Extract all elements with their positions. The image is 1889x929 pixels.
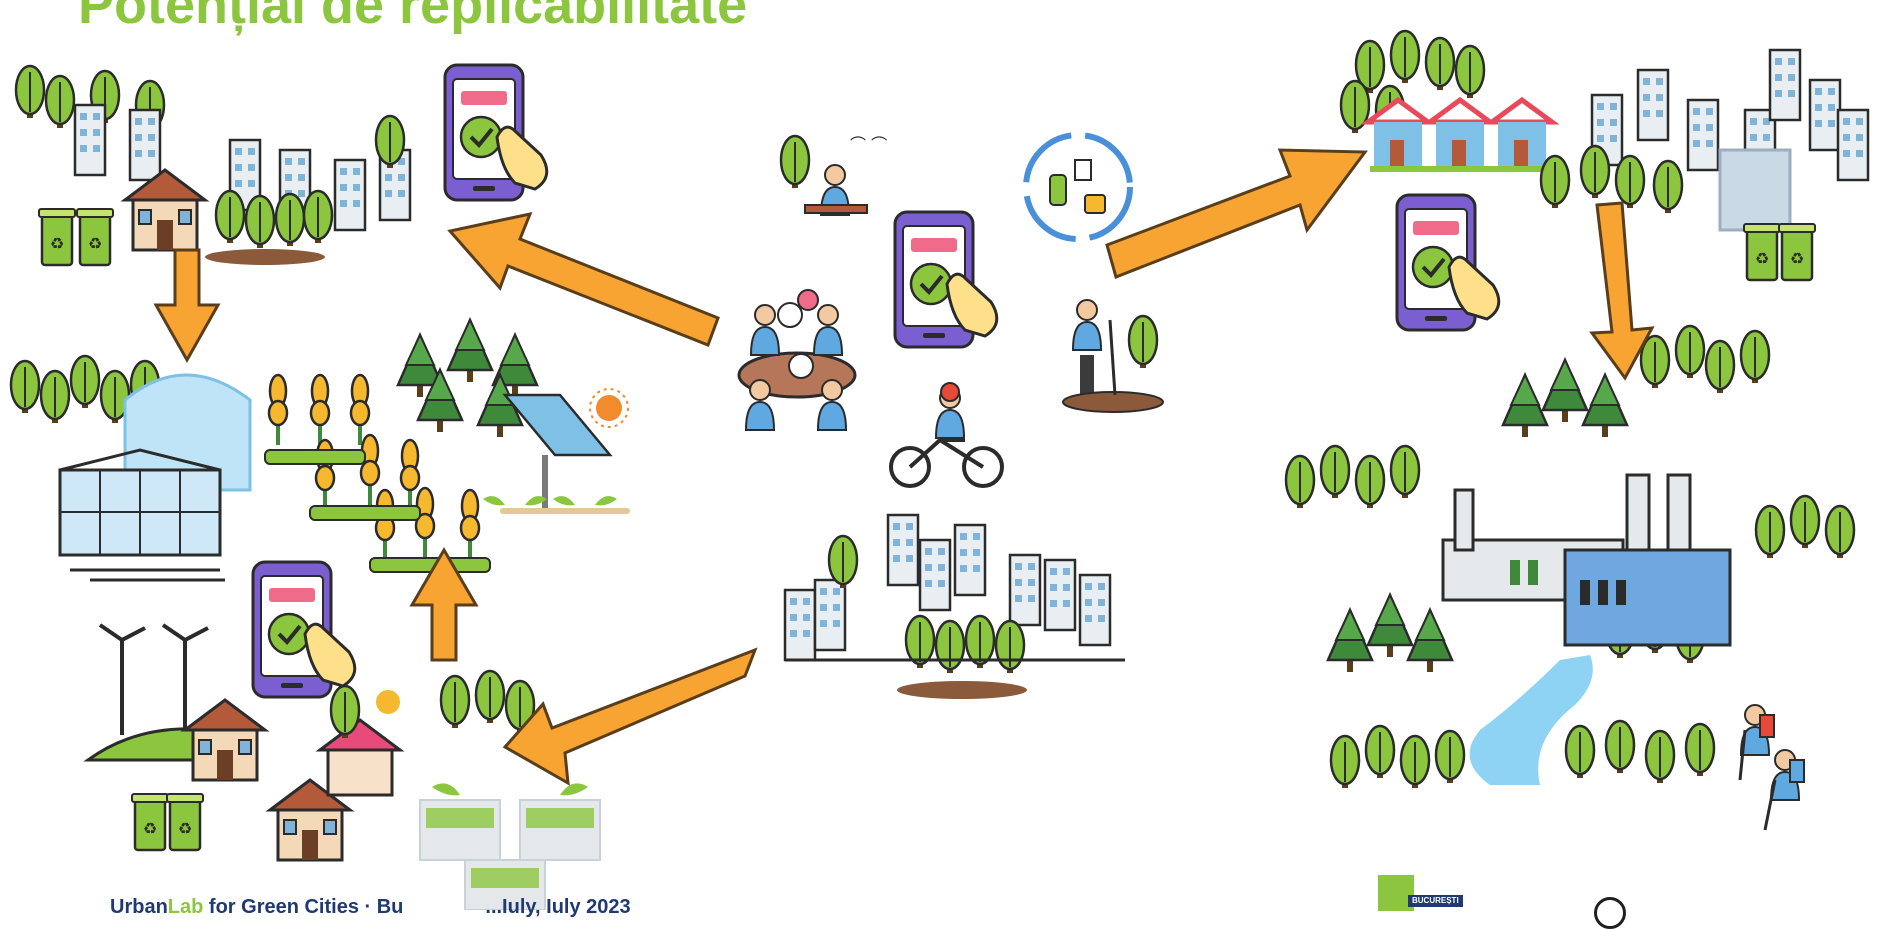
arrow-to-bottom-left-village bbox=[502, 647, 758, 786]
smartphone-tap-icon bbox=[443, 63, 549, 202]
wheat-field-icon bbox=[264, 373, 491, 573]
solar-panel-icon bbox=[502, 393, 613, 510]
green-roof-house-icon bbox=[419, 783, 601, 910]
illustration-canvas: ♻ bbox=[9, 29, 1870, 910]
footer-part-1: Urban bbox=[110, 896, 168, 918]
city-cluster-icon bbox=[783, 513, 1125, 699]
footer-part-4: ...Iuly, Iuly 2023 bbox=[485, 896, 631, 918]
svg-text:⌒ ⌒: ⌒ ⌒ bbox=[850, 135, 887, 154]
recycle-bins-icon bbox=[130, 792, 205, 852]
recycle-bins-icon bbox=[1742, 222, 1817, 282]
footer-part-3: for Green Cities · Bu bbox=[203, 896, 404, 918]
seedlings-icon bbox=[483, 496, 630, 514]
footer-part-2: Lab bbox=[167, 896, 204, 918]
pine-grove-icon bbox=[396, 318, 539, 439]
greenhouse-icon bbox=[58, 373, 252, 582]
hikers-icon bbox=[1738, 704, 1805, 831]
recycling-cycle-icon bbox=[1023, 132, 1133, 242]
arrow-down-right-forest bbox=[1589, 201, 1655, 381]
factory-icon bbox=[1441, 473, 1732, 647]
village-houses-icon bbox=[183, 669, 536, 862]
smartphone-tap-icon bbox=[893, 210, 999, 349]
circle-logo-icon bbox=[1594, 897, 1626, 929]
community-meeting-icon bbox=[737, 289, 857, 431]
tree-planting-person-icon bbox=[1062, 299, 1164, 413]
arrow-up-left-middle bbox=[409, 547, 479, 662]
recycle-bins-icon bbox=[37, 207, 115, 267]
partner-logo-badge: BUCUREȘTI bbox=[1408, 895, 1463, 907]
slide-title: Potențial de replicabilitate bbox=[78, 0, 748, 35]
footer-caption: UrbanLab for Green Cities · Bu ...Iuly, I… bbox=[110, 896, 631, 919]
park-bench-person-icon: ⌒ ⌒ bbox=[779, 134, 887, 216]
arrow-to-top-left-city bbox=[447, 211, 720, 347]
arrow-to-top-right-city bbox=[1105, 148, 1368, 280]
smartphone-tap-icon bbox=[251, 560, 357, 699]
arrow-down-left-1 bbox=[153, 248, 221, 364]
city-cluster-icon bbox=[1539, 48, 1870, 232]
house-row-icon bbox=[1360, 96, 1560, 172]
cyclist-icon bbox=[889, 382, 1004, 488]
smartphone-tap-icon bbox=[1395, 193, 1501, 332]
city-scene-top-left bbox=[14, 64, 412, 265]
sun-icon bbox=[589, 388, 629, 428]
river-icon bbox=[1469, 655, 1593, 785]
